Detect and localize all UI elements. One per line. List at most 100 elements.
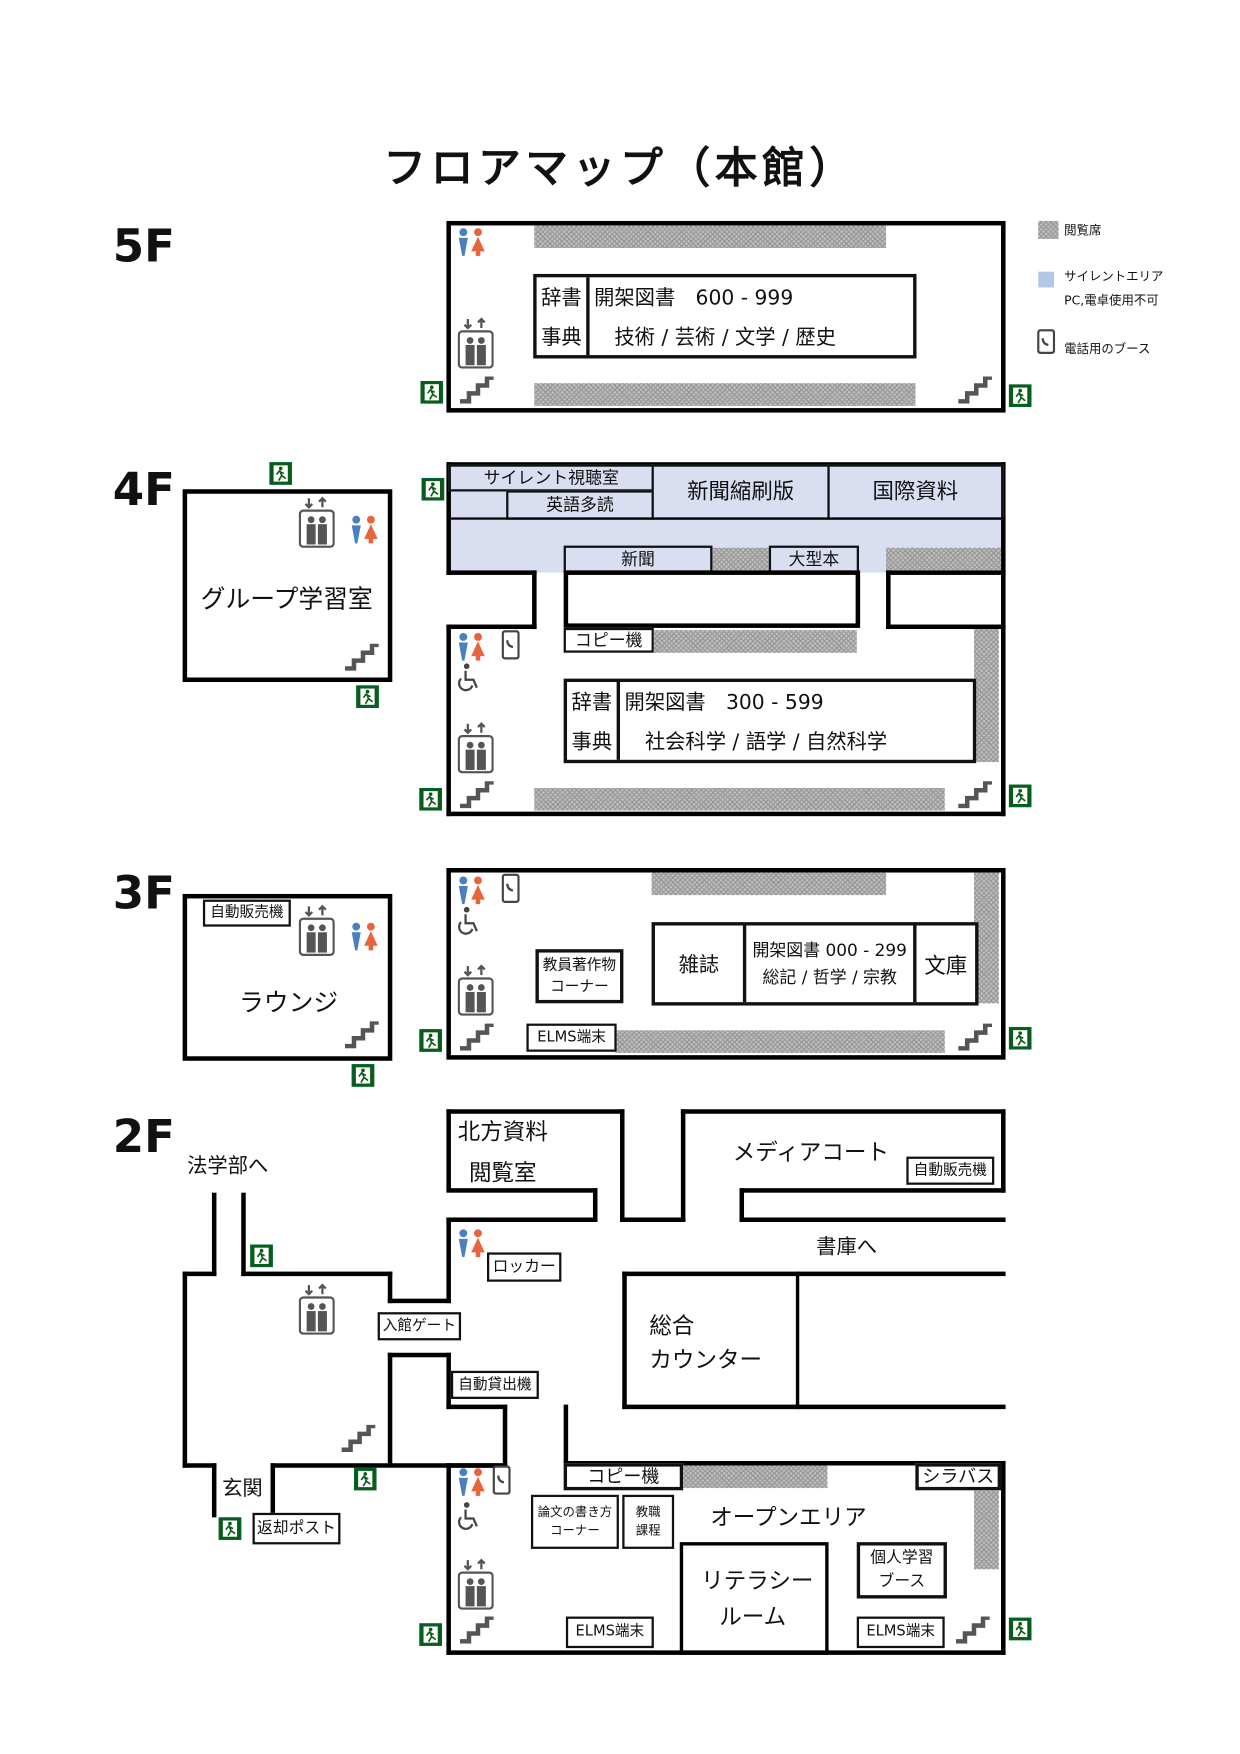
emergency-exit-icon [1008, 1026, 1032, 1050]
legend-seat-swatch [1038, 220, 1059, 239]
thesis-writing-corner: 論文の書き方コーナー [530, 1494, 619, 1549]
reading-seats [534, 383, 916, 406]
wall-segment [620, 1109, 625, 1222]
oversize-books-shelf: 大型本 [768, 545, 860, 573]
reading-seats [683, 1465, 828, 1489]
reading-seats [615, 1030, 945, 1053]
elms-terminal: ELMS端末 [526, 1023, 617, 1052]
shelf-title: 開架図書 300 - 599 [624, 691, 824, 715]
wheelchair-icon [457, 1502, 482, 1536]
restroom-icon [455, 1229, 487, 1263]
open-area-label: オープンエリア [710, 1503, 867, 1531]
emergency-exit-icon [1008, 384, 1032, 407]
emergency-exit-icon [1008, 784, 1032, 808]
vending-machine: 自動販売機 [906, 1156, 995, 1185]
booth-label: ブース [878, 1572, 926, 1591]
syllabus-shelf: シラバス [915, 1463, 1002, 1491]
lounge-label: ラウンジ [238, 989, 339, 1018]
wall-segment [446, 1109, 625, 1114]
wall-segment [622, 1271, 1006, 1277]
floor-label-3f: 3F [112, 868, 175, 920]
wall-segment [387, 1271, 393, 1304]
wall-segment [446, 624, 451, 817]
floor-label-5f: 5F [112, 220, 175, 273]
bunko-shelf: 文庫 [924, 953, 968, 978]
phone-booth-icon [501, 630, 520, 664]
thesis-writing-label: 論文の書き方 [537, 1504, 613, 1520]
legend-seat-label: 閲覧席 [1064, 223, 1102, 238]
elevator-icon [457, 317, 494, 373]
dictionary-label: 辞書 [571, 691, 613, 715]
central-block-4f [563, 570, 861, 628]
emergency-exit-icon [419, 1623, 442, 1646]
phone-booth-icon [1037, 329, 1056, 358]
stairs-icon [958, 375, 993, 409]
shelf-title: 開架図書 000 - 299 [752, 940, 907, 961]
individual-study-label: 個人学習 [870, 1548, 934, 1567]
elms-terminal: ELMS端末 [565, 1616, 654, 1649]
emergency-exit-icon [353, 1467, 377, 1491]
wall-segment [886, 570, 891, 630]
stairs-icon [459, 1615, 494, 1649]
stairs-icon [459, 780, 494, 813]
wall-segment [739, 1188, 1006, 1193]
english-reading-area: 英語多読 [506, 490, 654, 520]
emergency-exit-icon [421, 477, 445, 501]
teacher-label: 教職 [635, 1504, 661, 1520]
reading-seats [534, 787, 945, 811]
book-return-post: 返却ポスト [252, 1512, 341, 1545]
to-stacks-label: 書庫へ [816, 1235, 878, 1260]
newspaper-shelf: 新聞 [563, 545, 713, 573]
wall-segment [622, 1404, 1006, 1410]
reading-seats [973, 629, 999, 763]
elevator-icon [457, 964, 494, 1020]
individual-study-booth: 個人学習ブース [856, 1542, 947, 1599]
wall-segment [680, 1109, 686, 1222]
faculty-works-corner: 教員著作物コーナー [535, 949, 624, 1004]
floor-label-4f: 4F [112, 464, 175, 517]
wall-segment [182, 1463, 217, 1468]
wall-segment [182, 1271, 188, 1468]
elevator-icon [457, 721, 494, 777]
wall-segment [446, 1188, 598, 1193]
stairs-icon [344, 1020, 379, 1053]
newspaper-reduced-edition: 新聞縮刷版 [651, 464, 830, 520]
restroom-icon [455, 876, 487, 910]
emergency-exit-icon [351, 1064, 375, 1087]
elevator-icon [298, 904, 335, 960]
emergency-exit-icon [250, 1244, 273, 1268]
floor-label-2f: 2F [112, 1111, 175, 1164]
northern-materials-label: 北方資料 [457, 1118, 548, 1146]
legend-silent-label: サイレントエリア [1064, 269, 1164, 285]
restroom-icon [455, 1468, 487, 1502]
shelf-subjects: 総記 / 哲学 / 宗教 [762, 967, 897, 988]
wall-segment [387, 1352, 451, 1358]
reading-seats [534, 225, 887, 249]
wall-segment [622, 1271, 627, 1410]
general-counter-label: 総合 [649, 1312, 695, 1340]
teacher-training-course: 教職課程 [622, 1494, 675, 1549]
stairs-icon [341, 1423, 376, 1457]
wall-segment [502, 1404, 508, 1468]
corner-label: コーナー [550, 1522, 600, 1538]
wall-segment [446, 1217, 451, 1304]
vending-machine: 自動販売機 [202, 899, 291, 927]
floor-3f-outline [446, 868, 1006, 1060]
wall-segment [739, 1188, 745, 1222]
wall-segment [680, 1109, 1006, 1114]
literacy-room-outline [679, 1542, 829, 1655]
wall-segment [886, 570, 1006, 575]
elevator-icon [457, 1558, 494, 1614]
wall-segment [270, 1463, 508, 1468]
group-study-room-label: グループ学習室 [200, 586, 373, 615]
wall-segment [620, 1217, 686, 1222]
phone-booth-icon [501, 873, 520, 908]
media-court-label: メディアコート [732, 1138, 889, 1166]
floor-5f-outline [446, 220, 1006, 413]
restroom-icon [455, 228, 487, 262]
wall-segment [446, 1463, 451, 1655]
emergency-exit-icon [269, 462, 292, 485]
elms-terminal: ELMS端末 [856, 1616, 945, 1649]
